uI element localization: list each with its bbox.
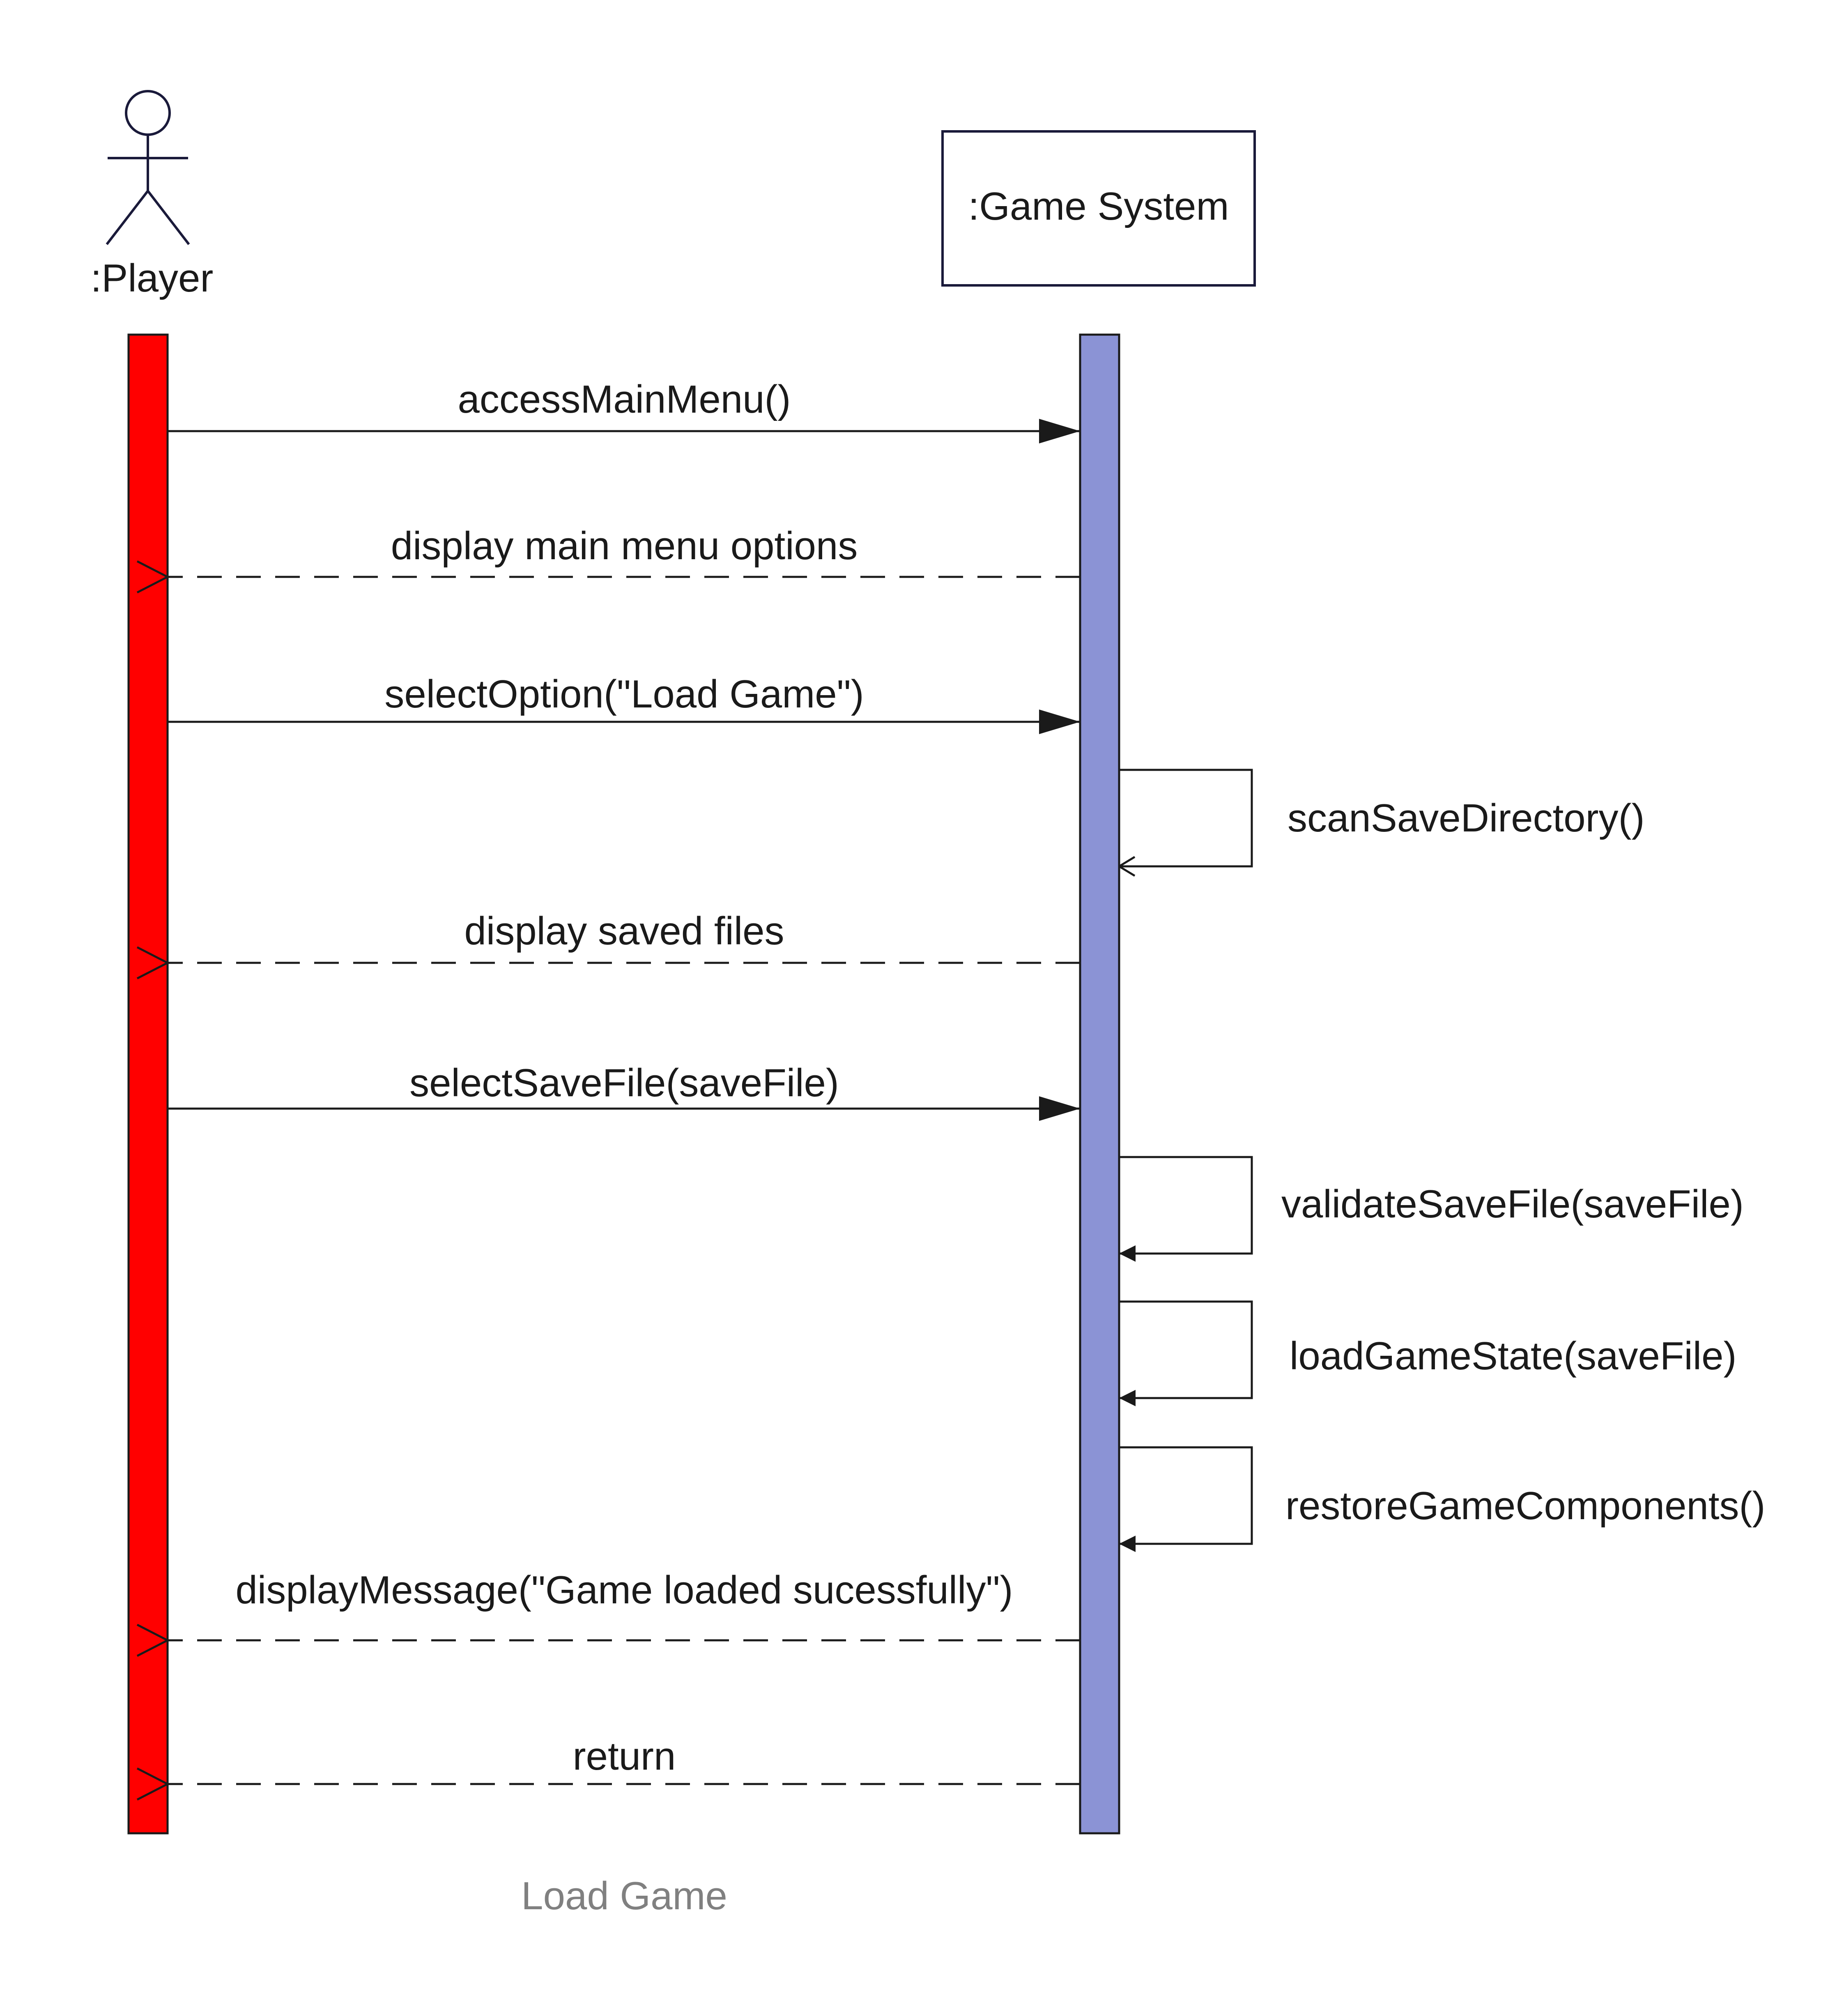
message-display-saved-files: display saved files [168,909,1080,963]
message-label: display main menu options [391,524,858,568]
message-label: return [573,1734,676,1778]
message-return: return [168,1734,1080,1784]
game-system-label: :Game System [968,184,1229,228]
player-activation-bar [127,333,169,1835]
message-access-main-menu: accessMainMenu() [168,377,1080,443]
message-scan-save-directory: scanSaveDirectory() [1119,769,1645,866]
game-system-activation-bar [1079,333,1120,1835]
message-display-main-menu-options: display main menu options [168,524,1080,577]
message-label: display saved files [464,909,784,953]
message-load-game-state: loadGameState(saveFile) [1119,1300,1736,1406]
message-validate-save-file: validateSaveFile(saveFile) [1119,1156,1744,1262]
message-label: loadGameState(saveFile) [1290,1334,1736,1378]
game-system-box [941,130,1256,287]
message-label: displayMessage("Game loaded sucessfully"… [236,1568,1013,1612]
player-actor-icon [106,90,190,245]
message-display-message-loaded: displayMessage("Game loaded sucessfully"… [168,1568,1080,1640]
player-label: :Player [91,256,214,300]
message-label: restoreGameComponents() [1285,1484,1765,1528]
message-restore-game-components: restoreGameComponents() [1119,1446,1765,1552]
diagram-caption: Load Game [521,1874,727,1918]
message-label: selectSaveFile(saveFile) [409,1061,839,1105]
message-label: validateSaveFile(saveFile) [1281,1182,1744,1226]
message-select-save-file: selectSaveFile(saveFile) [168,1061,1080,1121]
message-select-option-load-game: selectOption("Load Game") [168,672,1080,734]
message-label: accessMainMenu() [458,377,791,421]
message-label: selectOption("Load Game") [384,672,864,716]
message-label: scanSaveDirectory() [1288,796,1645,840]
